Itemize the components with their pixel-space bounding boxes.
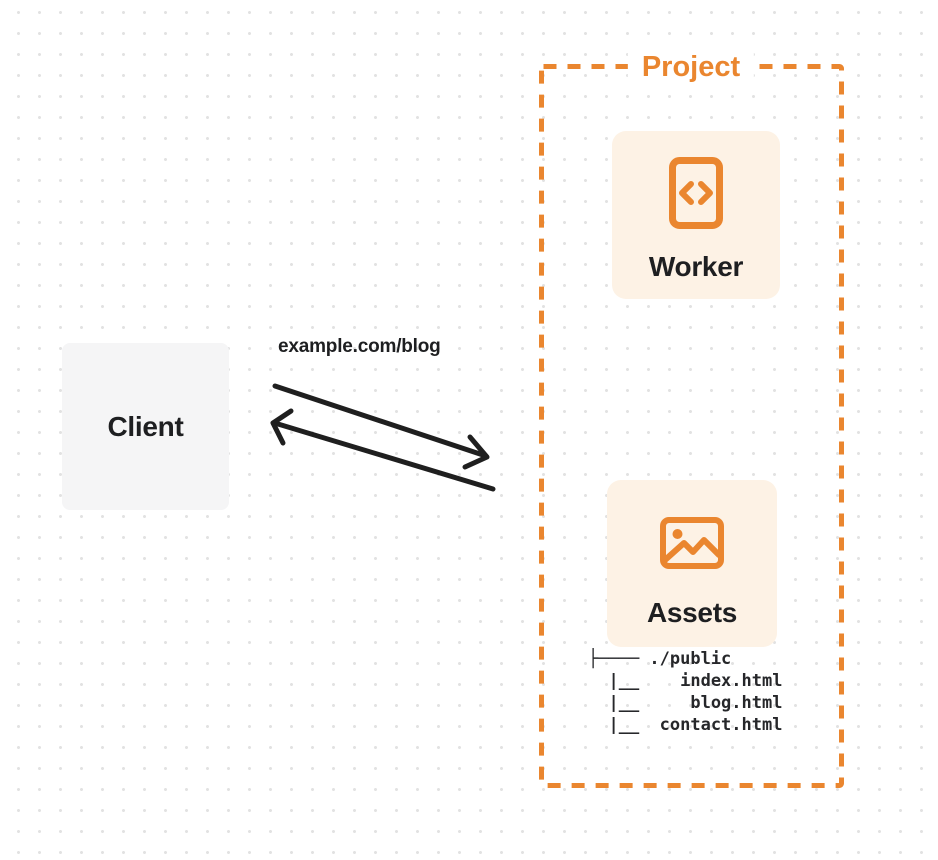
request-url-label: example.com/blog [278, 336, 441, 357]
request-arrow [272, 383, 490, 470]
file-tree-item: |__ blog.html [588, 693, 783, 713]
file-tree-item: |__ contact.html [588, 715, 783, 735]
client-label: Client [107, 410, 184, 442]
file-tree-root: ├──── ./public [588, 649, 732, 669]
assets-file-tree: ├──── ./public |__ index.html |__ blog.h… [588, 648, 782, 736]
code-icon [669, 157, 723, 229]
assets-label: Assets [646, 597, 738, 628]
image-icon [660, 517, 724, 569]
worker-node: Worker [612, 131, 780, 299]
assets-node: Assets [607, 480, 777, 647]
project-title: Project [627, 50, 755, 84]
file-tree-item: |__ index.html [588, 671, 783, 691]
client-node: Client [62, 343, 229, 510]
response-arrow [270, 408, 496, 492]
worker-label: Worker [648, 251, 744, 282]
